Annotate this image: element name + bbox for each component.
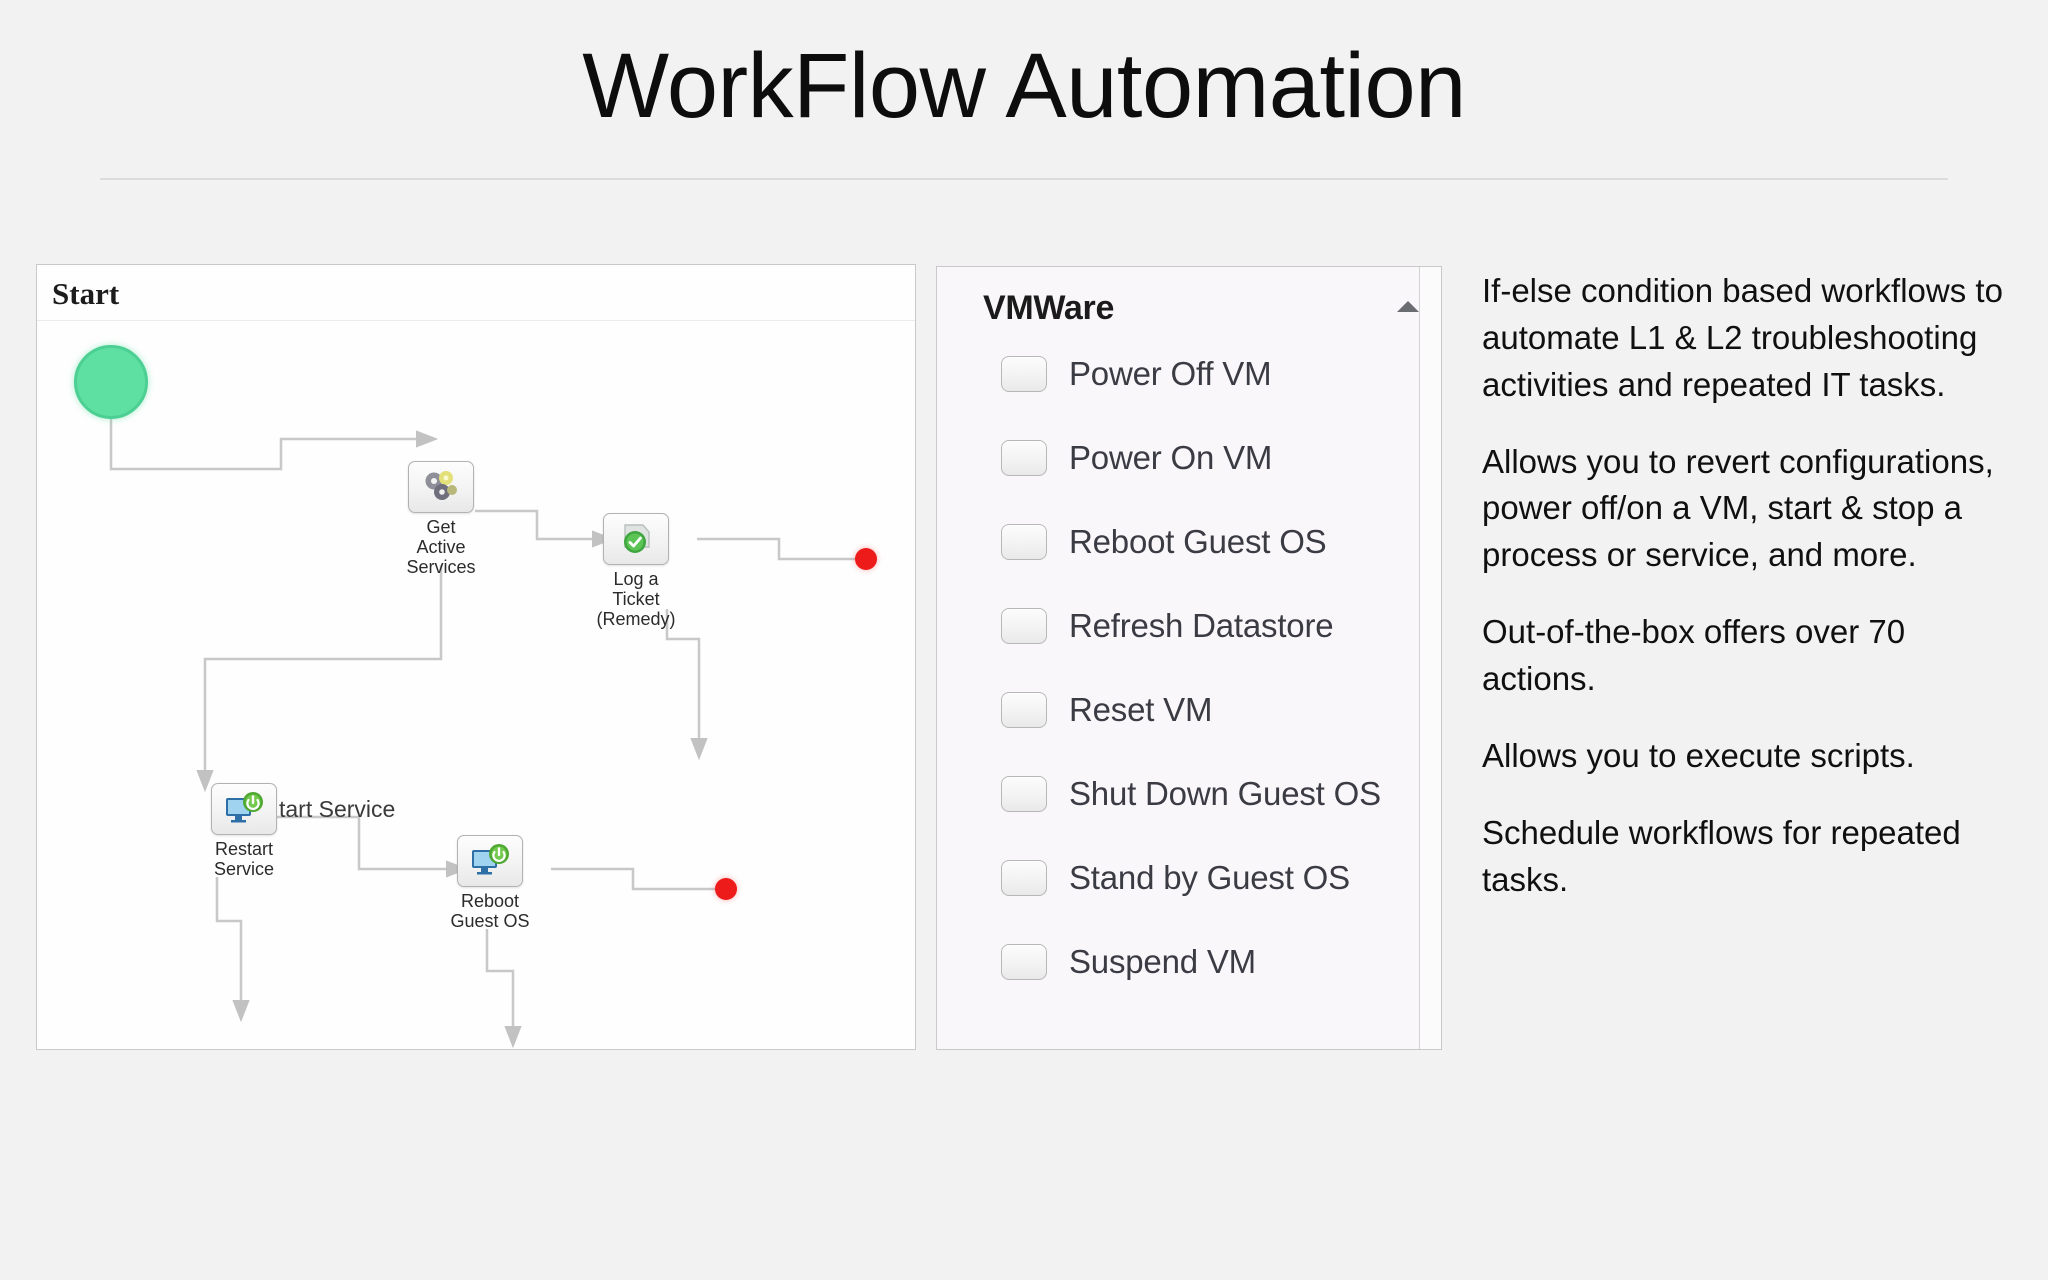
- workflow-diagram-panel: Start: [36, 264, 916, 1050]
- vmware-panel-header[interactable]: VMWare: [937, 267, 1441, 343]
- workflow-panel-header: Start: [37, 265, 915, 321]
- monitor-reboot-icon: [457, 835, 523, 887]
- workflow-connectors: [109, 419, 857, 1049]
- title-divider: [100, 178, 1948, 180]
- vmware-action-label: Reset VM: [1069, 691, 1213, 728]
- vmware-action-item[interactable]: Power Off VM: [1001, 351, 1272, 397]
- page-title: WorkFlow Automation: [582, 35, 1466, 137]
- workflow-canvas[interactable]: Get Active Services Log a Ti: [37, 321, 915, 1049]
- checkbox-icon[interactable]: [1001, 944, 1047, 980]
- chevron-up-icon[interactable]: [1397, 301, 1419, 312]
- workflow-start-label: Start: [52, 276, 120, 311]
- workflow-node-overlay-label: tart Service: [279, 796, 396, 822]
- vmware-action-item[interactable]: Reset VM: [1001, 687, 1212, 733]
- workflow-node-reboot-guest-os[interactable]: Reboot Guest OS: [450, 835, 550, 931]
- description-paragraph: Allows you to revert configurations, pow…: [1482, 442, 1994, 574]
- vmware-action-label: Shut Down Guest OS: [1069, 775, 1381, 812]
- vmware-actions-panel: VMWare Power Off VM Power On VM Reboot Gue…: [936, 266, 1442, 1050]
- workflow-node-label: Get Active Services: [406, 517, 476, 578]
- workflow-node-label: Restart Service: [213, 839, 275, 880]
- workflow-end-marker: [715, 878, 737, 900]
- vmware-action-item[interactable]: Stand by Guest OS: [1001, 855, 1350, 901]
- vmware-action-label: Reboot Guest OS: [1069, 523, 1327, 560]
- description-paragraph: Allows you to execute scripts.: [1482, 736, 1915, 774]
- workflow-end-marker: [855, 548, 877, 570]
- vmware-action-list[interactable]: Power Off VM Power On VM Reboot Guest OS Re…: [937, 343, 1419, 1049]
- checkbox-icon[interactable]: [1001, 440, 1047, 476]
- checkbox-icon[interactable]: [1001, 524, 1047, 560]
- workflow-node-log-a-ticket[interactable]: Log a Ticket (Remedy): [596, 513, 696, 629]
- description-paragraph: Schedule workflows for repeated tasks.: [1482, 813, 1961, 898]
- workflow-node-get-active-services[interactable]: Get Active Services: [406, 461, 501, 577]
- vmware-panel-title: VMWare: [983, 289, 1115, 327]
- ticket-check-icon: [603, 513, 669, 565]
- vmware-action-label: Stand by Guest OS: [1069, 859, 1350, 896]
- description-paragraph: If-else condition based workflows to aut…: [1482, 272, 2003, 403]
- vmware-action-item[interactable]: Shut Down Guest OS: [1001, 771, 1381, 817]
- description-column: If-else condition based workflows to aut…: [1482, 268, 2012, 933]
- vmware-action-label: Refresh Datastore: [1069, 607, 1334, 644]
- description-paragraph: Out-of-the-box offers over 70 actions.: [1482, 613, 1906, 698]
- vmware-action-item[interactable]: Suspend VM: [1001, 939, 1256, 985]
- title-block: WorkFlow Automation: [0, 35, 2048, 137]
- vmware-action-label: Power Off VM: [1069, 355, 1272, 392]
- vertical-scrollbar[interactable]: [1419, 267, 1441, 1049]
- monitor-restart-icon: [211, 783, 277, 835]
- checkbox-icon[interactable]: [1001, 776, 1047, 812]
- checkbox-icon[interactable]: [1001, 356, 1047, 392]
- vmware-action-item[interactable]: Refresh Datastore: [1001, 603, 1334, 649]
- workflow-node-label: Reboot Guest OS: [450, 891, 530, 932]
- vmware-action-item[interactable]: Power On VM: [1001, 435, 1272, 481]
- vmware-action-item[interactable]: Reboot Guest OS: [1001, 519, 1327, 565]
- checkbox-icon[interactable]: [1001, 860, 1047, 896]
- gears-icon: [408, 461, 474, 513]
- vmware-action-label: Power On VM: [1069, 439, 1273, 476]
- vmware-action-label: Suspend VM: [1069, 943, 1256, 980]
- workflow-node-restart-service[interactable]: Restart Service: [211, 783, 304, 879]
- checkbox-icon[interactable]: [1001, 692, 1047, 728]
- checkbox-icon[interactable]: [1001, 608, 1047, 644]
- workflow-node-start[interactable]: [74, 345, 148, 419]
- workflow-node-label: Log a Ticket (Remedy): [596, 569, 676, 630]
